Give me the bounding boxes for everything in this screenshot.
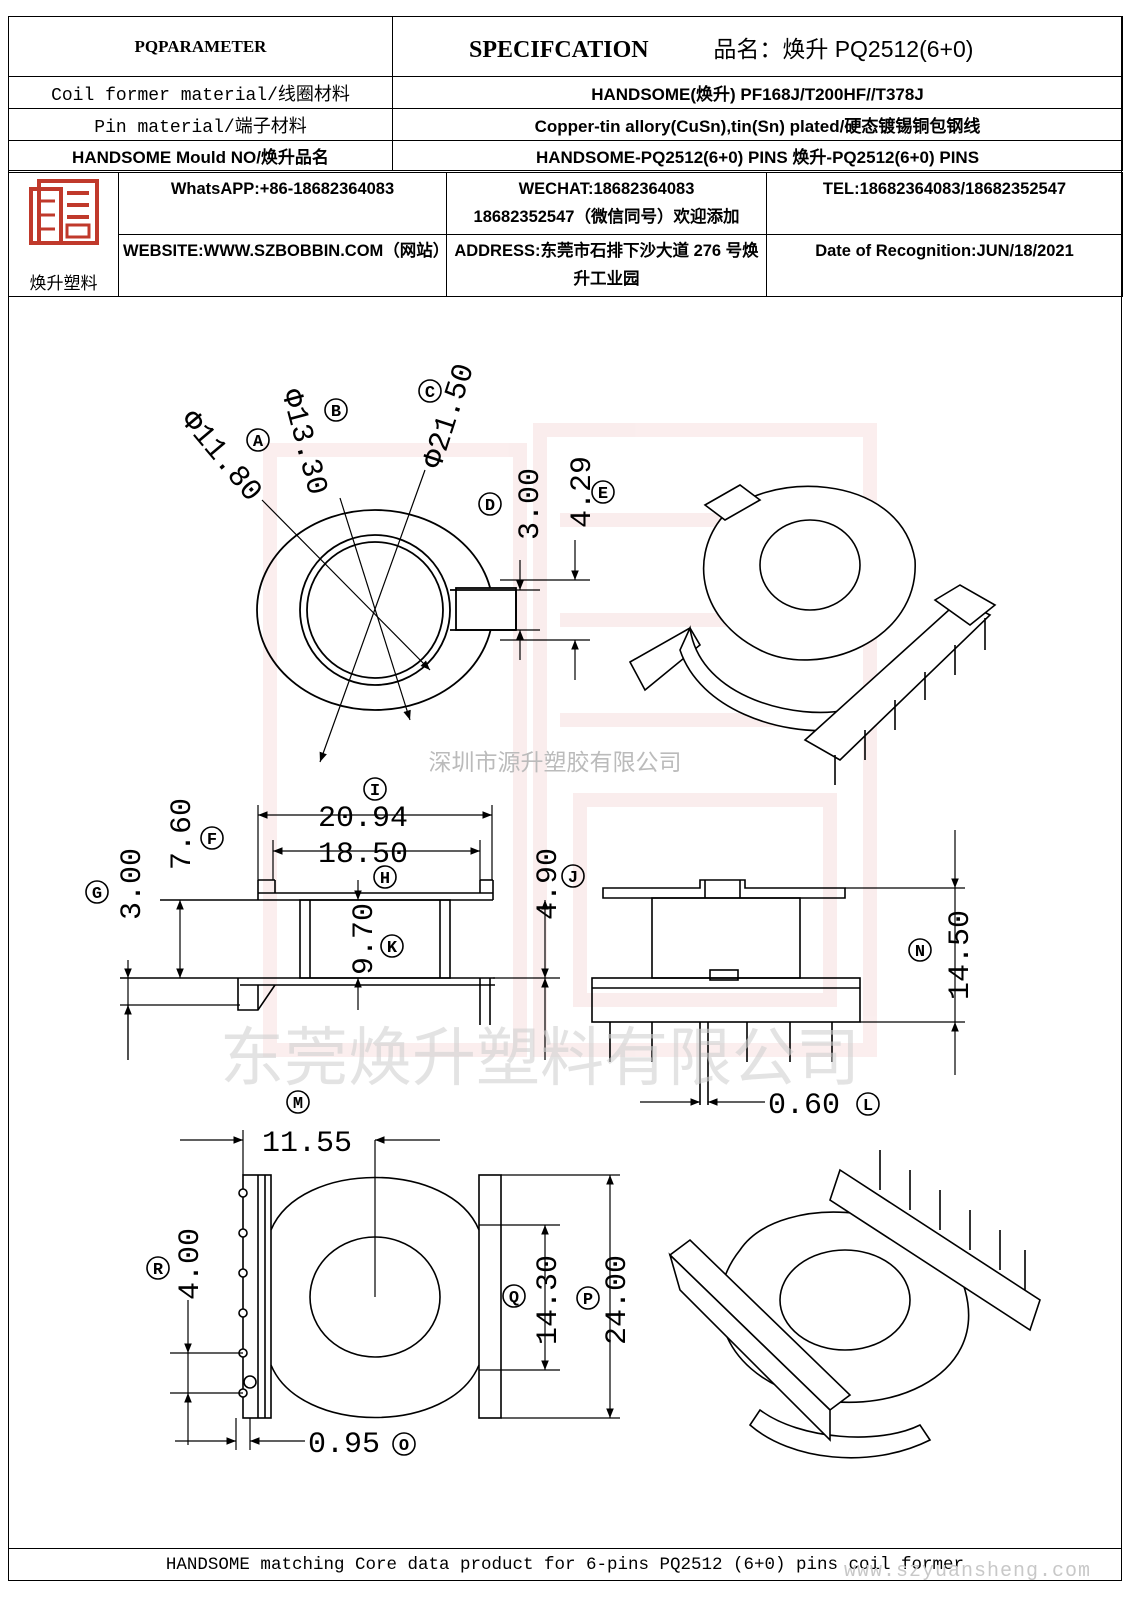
label-n: N [915, 943, 925, 962]
logo-icon [28, 179, 99, 245]
technical-drawing: Φ11.80 Φ13.30 Φ21.50 3.00 4.29 A B C D E [85, 360, 1041, 1462]
dim-labels-bottom: M R O Q P [146, 1090, 600, 1456]
label-l: L [863, 1097, 873, 1116]
dim-m-value: 11.55 [262, 1127, 352, 1161]
watermark-url: www.szyuansheng.com [843, 1560, 1091, 1583]
wechat-note: 18682352547（微信同号）欢迎添加 [473, 208, 740, 226]
label-r: R [153, 1261, 164, 1280]
company-info-table: 焕升塑料 WhatsAPP:+86-18682364083 WECHAT:186… [8, 172, 1123, 297]
watermark-company-1: 深圳市源升塑胶有限公司 [429, 750, 682, 776]
label-p: P [583, 1291, 593, 1310]
dim-p-value: 24.00 [601, 1255, 635, 1345]
dim-j-value: 4.90 [532, 848, 566, 920]
label-h: H [380, 870, 390, 889]
label-a: A [253, 433, 264, 452]
dim-l-value: 0.60 [768, 1089, 840, 1123]
wechat-cell: WECHAT:18682364083 18682352547（微信同号）欢迎添加 [446, 172, 767, 235]
isometric-view-bottom [668, 1150, 1041, 1459]
label-k: K [387, 939, 398, 958]
dim-k-value: 9.70 [348, 903, 382, 975]
bottom-view [238, 1174, 502, 1419]
dim-a-value: Φ11.80 [172, 405, 267, 510]
company-logo: 焕升塑料 [8, 172, 119, 297]
dim-labels-top: A B C D E [246, 379, 615, 516]
footer-note: HANDSOME matching Core data product for … [8, 1548, 1122, 1581]
dim-r-value: 4.00 [174, 1228, 208, 1300]
spec-title: SPECIFCATION [469, 36, 649, 63]
product-name: 品名：焕升 PQ2512(6+0) [713, 35, 974, 62]
pin-material-value: Copper-tin allory(CuSn),tin(Sn) plated/硬… [392, 108, 1123, 141]
label-d: D [485, 497, 495, 516]
wechat: WECHAT:18682364083 [518, 180, 695, 198]
mould-no-label: HANDSOME Mould NO/焕升品名 [8, 140, 393, 171]
dim-d-value: 3.00 [514, 468, 548, 540]
dim-o-value: 0.95 [308, 1428, 380, 1462]
label-c: C [425, 384, 435, 403]
bottom-view-dims [170, 1130, 620, 1450]
dim-b-value: Φ13.30 [272, 386, 333, 499]
logo-text: 焕升塑料 [29, 274, 98, 293]
label-i: I [370, 782, 380, 801]
label-o: O [399, 1437, 409, 1456]
dim-labels-front: I H K F G J [85, 777, 585, 958]
front-view-dims [120, 805, 560, 1060]
dim-q-value: 14.30 [532, 1255, 566, 1345]
dim-f-value: 7.60 [166, 798, 200, 870]
spec-title-cell: SPECIFCATION 品名：焕升 PQ2512(6+0) [392, 16, 1123, 77]
label-j: J [568, 869, 578, 888]
parameter-title: PQPARAMETER [8, 16, 393, 77]
dim-n-value: 14.50 [944, 910, 978, 1000]
label-q: Q [509, 1289, 519, 1308]
coil-material-label: Coil former material/线圈材料 [8, 76, 393, 109]
watermark-company-2: 东莞焕升塑料有限公司 [220, 1022, 860, 1096]
label-e: E [598, 485, 608, 504]
dim-labels-side: N L [856, 938, 932, 1116]
address: ADDRESS:东莞市石排下沙大道 276 号焕升工业园 [446, 234, 767, 297]
front-view [120, 879, 495, 1025]
pin-material-label: Pin material/端子材料 [8, 108, 393, 141]
dim-g-value: 3.00 [116, 848, 150, 920]
mould-no-value: HANDSOME-PQ2512(6+0) PINS 焕升-PQ2512(6+0)… [392, 140, 1123, 171]
header-table: PQPARAMETER SPECIFCATION 品名：焕升 PQ2512(6+… [8, 16, 1123, 171]
whatsapp: WhatsAPP:+86-18682364083 [118, 172, 447, 235]
label-f: F [207, 831, 217, 850]
top-view-leaders [261, 469, 590, 763]
label-m: M [293, 1095, 303, 1114]
top-view [256, 509, 517, 711]
coil-material-value: HANDSOME(焕升) PF168J/T200HF//T378J [392, 76, 1123, 109]
side-view-dims [640, 830, 965, 1106]
label-b: B [331, 403, 341, 422]
side-view [591, 879, 861, 1105]
dim-h-value: 18.50 [318, 838, 408, 872]
label-g: G [92, 885, 102, 904]
dim-i-value: 20.94 [318, 802, 408, 836]
dim-e-value: 4.29 [566, 456, 600, 528]
recognition-date: Date of Recognition:JUN/18/2021 [766, 234, 1123, 297]
isometric-view-top [628, 484, 997, 785]
telephone: TEL:18682364083/18682352547 [766, 172, 1123, 235]
website: WEBSITE:WWW.SZBOBBIN.COM（网站） [118, 234, 449, 297]
